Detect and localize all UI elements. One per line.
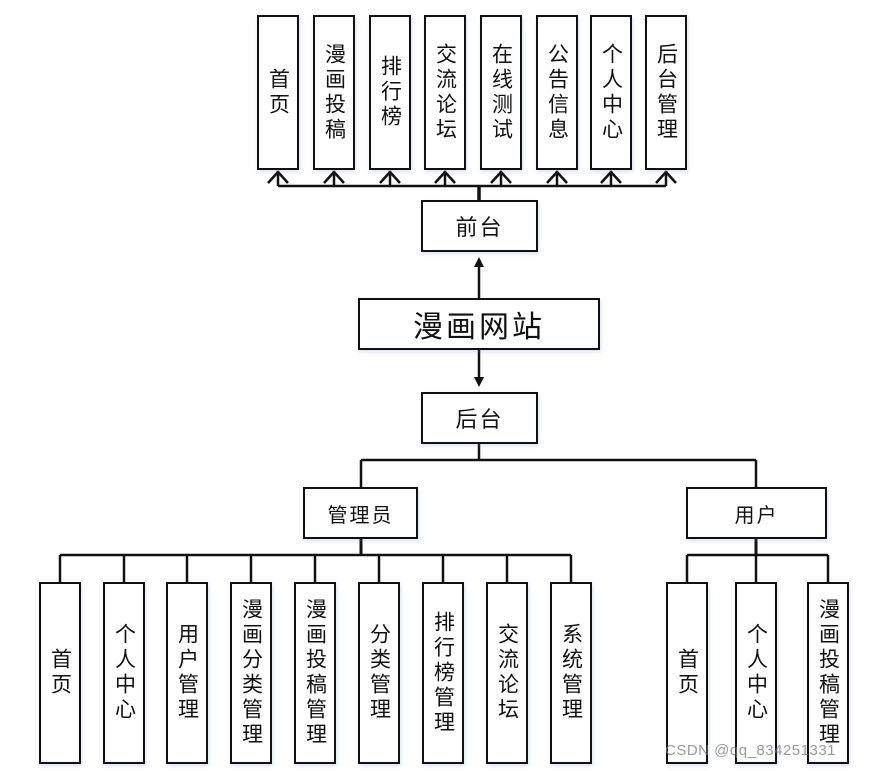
frontend-child-node: 公告信息 xyxy=(536,15,578,170)
open-arrow-icon xyxy=(655,170,677,184)
admin-child-label: 系统管理 xyxy=(559,623,584,723)
admin-child-label: 交流论坛 xyxy=(495,623,520,723)
open-arrow-icon xyxy=(546,170,568,184)
admin-child-node: 首页 xyxy=(39,582,81,764)
frontend-child-label: 首页 xyxy=(266,67,291,118)
admin-child-label: 个人中心 xyxy=(112,623,137,723)
admin-child-label: 漫画投稿管理 xyxy=(303,598,328,748)
backend-label: 后台 xyxy=(455,408,504,433)
user-node: 用户 xyxy=(686,487,827,539)
admin-child-node: 排行榜管理 xyxy=(422,582,464,764)
admin-child-node: 漫画投稿管理 xyxy=(294,582,336,764)
frontend-child-node: 排行榜 xyxy=(369,15,411,170)
open-arrow-icon xyxy=(379,170,401,184)
frontend-child-label: 排行榜 xyxy=(378,55,403,130)
root-label: 漫画网站 xyxy=(413,310,545,345)
admin-child-label: 漫画分类管理 xyxy=(239,598,264,748)
open-arrow-icon xyxy=(434,170,456,184)
open-arrow-icon xyxy=(323,170,345,184)
frontend-child-label: 交流论坛 xyxy=(433,42,458,143)
frontend-child-label: 后台管理 xyxy=(654,42,679,143)
user-child-node: 首页 xyxy=(666,582,708,764)
user-child-node: 个人中心 xyxy=(735,582,777,764)
frontend-child-node: 漫画投稿 xyxy=(313,15,355,170)
admin-child-label: 首页 xyxy=(48,648,73,698)
frontend-child-node: 首页 xyxy=(257,15,299,170)
open-arrow-icon xyxy=(490,170,512,184)
admin-label: 管理员 xyxy=(327,502,394,527)
admin-child-node: 系统管理 xyxy=(550,582,592,764)
frontend-node: 前台 xyxy=(421,200,538,252)
admin-child-label: 分类管理 xyxy=(367,623,392,723)
admin-child-node: 分类管理 xyxy=(358,582,400,764)
open-arrow-icon xyxy=(600,170,622,184)
frontend-child-node: 个人中心 xyxy=(590,15,632,170)
user-label: 用户 xyxy=(734,502,779,527)
frontend-child-label: 在线测试 xyxy=(489,42,514,143)
backend-node: 后台 xyxy=(421,392,538,444)
watermark: CSDN @qq_834251331 xyxy=(665,742,837,759)
admin-child-label: 排行榜管理 xyxy=(431,610,456,736)
user-child-node: 漫画投稿管理 xyxy=(807,582,849,764)
frontend-child-label: 个人中心 xyxy=(599,42,624,143)
frontend-child-node: 交流论坛 xyxy=(424,15,466,170)
user-child-label: 漫画投稿管理 xyxy=(816,598,841,748)
user-child-label: 首页 xyxy=(675,648,700,698)
frontend-child-node: 后台管理 xyxy=(645,15,687,170)
root-node: 漫画网站 xyxy=(358,298,600,350)
frontend-child-label: 公告信息 xyxy=(545,42,570,143)
frontend-child-node: 在线测试 xyxy=(480,15,522,170)
frontend-label: 前台 xyxy=(455,216,504,241)
admin-child-label: 用户管理 xyxy=(175,623,200,723)
admin-child-node: 交流论坛 xyxy=(486,582,528,764)
user-child-label: 个人中心 xyxy=(744,623,769,723)
admin-child-node: 用户管理 xyxy=(166,582,208,764)
open-arrow-icon xyxy=(267,170,289,184)
admin-child-node: 个人中心 xyxy=(103,582,145,764)
admin-child-node: 漫画分类管理 xyxy=(230,582,272,764)
frontend-child-label: 漫画投稿 xyxy=(322,42,347,143)
admin-node: 管理员 xyxy=(303,487,418,539)
